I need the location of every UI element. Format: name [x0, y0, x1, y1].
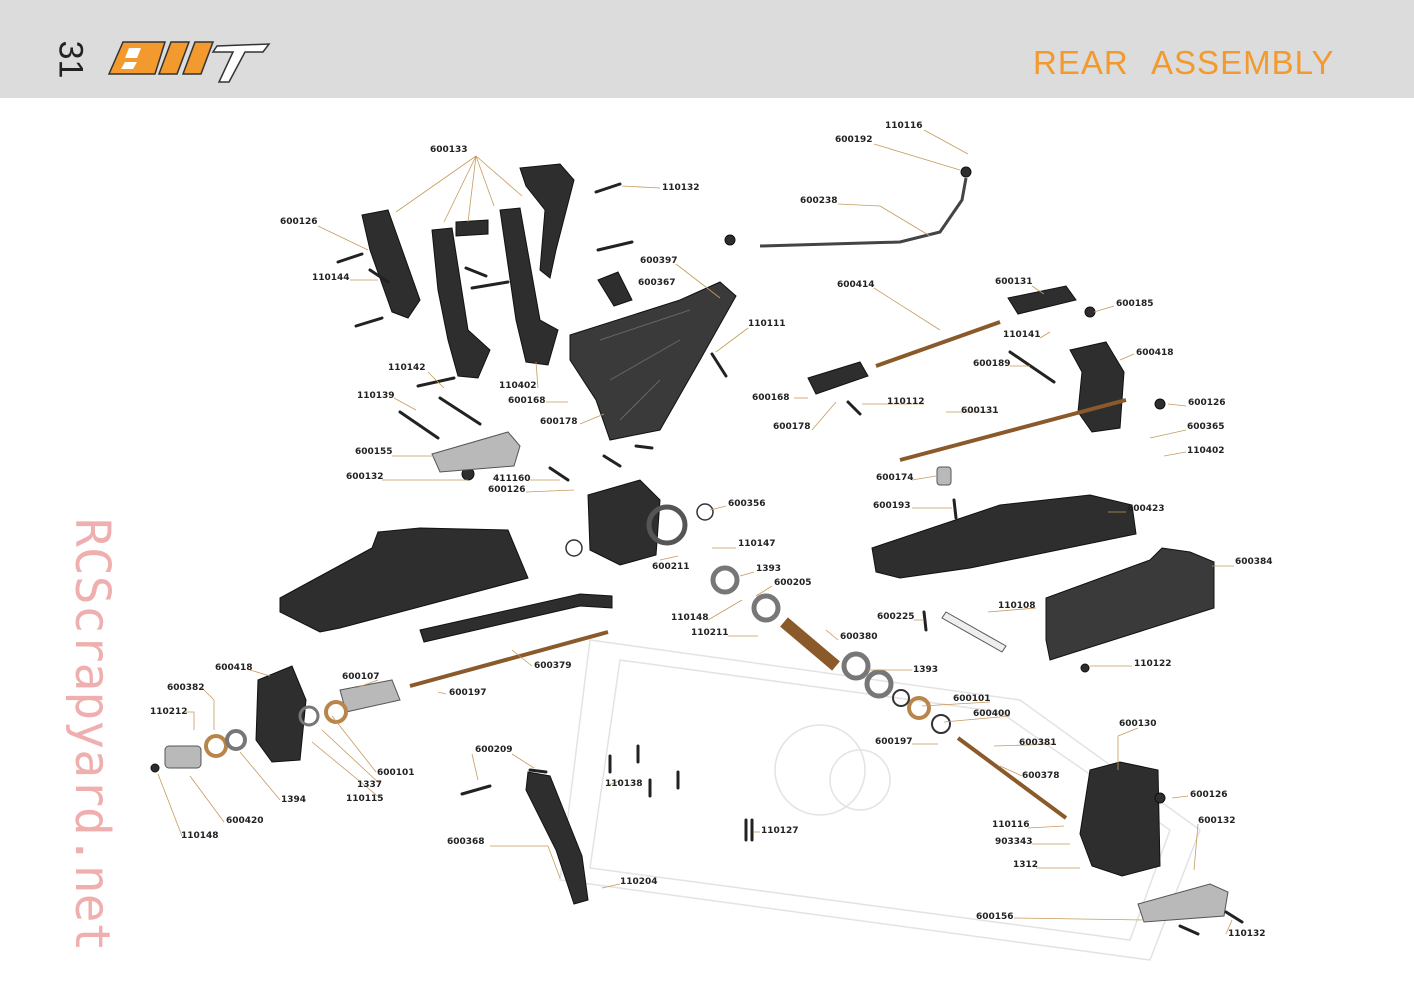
part-label: 600133 [430, 145, 468, 155]
part-label: 600192 [835, 135, 873, 145]
part-label: 600174 [876, 473, 914, 483]
part-label: 600414 [837, 280, 875, 290]
part-label: 600380 [840, 632, 878, 642]
drive-shafts [409, 320, 1127, 820]
part-label: 600418 [1136, 348, 1174, 358]
part-label: 110142 [388, 363, 426, 373]
part-label: 110138 [605, 779, 643, 789]
part-label: 600382 [167, 683, 205, 693]
part-label: 1393 [756, 564, 781, 574]
part-label: 110111 [748, 319, 786, 329]
part-label: 600418 [215, 663, 253, 673]
part-label: 600131 [995, 277, 1033, 287]
part-label: 600400 [973, 709, 1011, 719]
part-label: 600193 [873, 501, 911, 511]
leader-lines [157, 129, 1234, 935]
part-label: 600168 [752, 393, 790, 403]
part-label: 110141 [1003, 330, 1041, 340]
part-label: 110132 [1228, 929, 1266, 939]
part-label: 110402 [1187, 446, 1225, 456]
part-label: 600107 [342, 672, 380, 682]
parts-artwork [150, 163, 1215, 905]
part-label: 110147 [738, 539, 776, 549]
part-label: 600132 [346, 472, 384, 482]
part-label: 600197 [875, 737, 913, 747]
anti-roll-bar [759, 177, 968, 248]
part-label: 110148 [671, 613, 709, 623]
part-label: 600368 [447, 837, 485, 847]
page-title: REAR ASSEMBLY [1033, 44, 1335, 81]
part-label: 600189 [973, 359, 1011, 369]
part-label: 600365 [1187, 422, 1225, 432]
part-label: 600178 [540, 417, 578, 427]
part-label: 600211 [652, 562, 690, 572]
page-header: 31 REAR ASSEMBLY [0, 0, 1414, 98]
part-label: 110402 [499, 381, 537, 391]
part-label: 1312 [1013, 860, 1038, 870]
part-label: 600238 [800, 196, 838, 206]
bearings-and-rings [204, 503, 951, 758]
part-label: 600155 [355, 447, 393, 457]
part-label: 600384 [1235, 557, 1273, 567]
part-label: 600367 [638, 278, 676, 288]
part-label: 600356 [728, 499, 766, 509]
part-label: 110204 [620, 877, 658, 887]
part-label: 600225 [877, 612, 915, 622]
part-label: 1393 [913, 665, 938, 675]
part-label: 600420 [226, 816, 264, 826]
screws [336, 182, 1244, 936]
part-label: 600101 [953, 694, 991, 704]
part-label: 600126 [1190, 790, 1228, 800]
part-label: 110108 [998, 601, 1036, 611]
part-label: 110148 [181, 831, 219, 841]
part-label: 600101 [377, 768, 415, 778]
part-label: 600381 [1019, 738, 1057, 748]
part-label: 600131 [961, 406, 999, 416]
part-label: 600126 [488, 485, 526, 495]
brand-logo [105, 38, 275, 92]
part-label: 411160 [493, 474, 531, 484]
part-label: 600130 [1119, 719, 1157, 729]
part-label: 110115 [346, 794, 384, 804]
part-label: 600197 [449, 688, 487, 698]
part-label: 600205 [774, 578, 812, 588]
part-label: 600379 [534, 661, 572, 671]
part-label: 110127 [761, 826, 799, 836]
part-label: 600178 [773, 422, 811, 432]
part-label: 600423 [1127, 504, 1165, 514]
part-label: 600132 [1198, 816, 1236, 826]
part-label: 110122 [1134, 659, 1172, 669]
part-label: 110211 [691, 628, 729, 638]
part-label: 110144 [312, 273, 350, 283]
part-label: 1394 [281, 795, 306, 805]
part-label: 110116 [885, 121, 923, 131]
part-label: 110139 [357, 391, 395, 401]
part-label: 600397 [640, 256, 678, 266]
exploded-diagram: 600133 110132 600126 110144 600397 60036… [0, 98, 1414, 1000]
page-number: 31 [51, 40, 90, 79]
part-label: 110116 [992, 820, 1030, 830]
part-label: 600378 [1022, 771, 1060, 781]
metal-parts [164, 431, 1229, 923]
part-label: 600185 [1116, 299, 1154, 309]
part-label: 1337 [357, 780, 382, 790]
part-label: 110112 [887, 397, 925, 407]
part-label: 600168 [508, 396, 546, 406]
part-label: 903343 [995, 837, 1033, 847]
part-label: 600156 [976, 912, 1014, 922]
part-label: 600126 [1188, 398, 1226, 408]
part-label: 110132 [662, 183, 700, 193]
part-label: 600209 [475, 745, 513, 755]
part-labels: 600133 110132 600126 110144 600397 60036… [150, 121, 1273, 939]
part-label: 600126 [280, 217, 318, 227]
part-label: 110212 [150, 707, 188, 717]
